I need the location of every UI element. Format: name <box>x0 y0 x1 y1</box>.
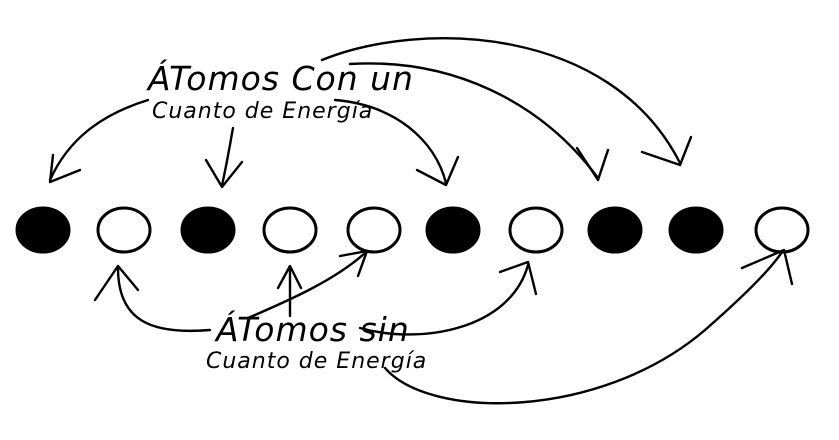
arrow-to-atom-2 <box>116 266 212 333</box>
arrowhead-atom-10 <box>740 248 794 286</box>
atom-4-empty <box>262 206 318 254</box>
arrow-to-atom-5 <box>246 251 367 320</box>
arrow-to-atom-6 <box>333 98 448 185</box>
arrow-to-atom-1 <box>48 98 150 182</box>
arrowhead-atom-3 <box>204 158 244 189</box>
label-without-energy-line1: ÁTomos sin <box>214 309 410 349</box>
atom-6-filled <box>425 206 481 254</box>
arrow-to-atom-9 <box>320 37 682 165</box>
arrowhead-atom-7 <box>498 260 538 296</box>
arrowhead-atom-1 <box>48 153 82 184</box>
atom-3-filled <box>180 206 236 254</box>
arrow-to-atom-8 <box>348 62 600 180</box>
arrowhead-atom-9 <box>640 135 693 167</box>
atom-8-filled <box>587 206 643 254</box>
label-with-energy: ÁTomos Con un Cuanto de Energía <box>146 58 414 124</box>
atom-10-empty <box>754 206 810 254</box>
arrow-to-atom-7 <box>358 263 530 336</box>
atom-5-empty <box>346 206 402 254</box>
atom-2-empty <box>96 206 152 254</box>
atom-7-empty <box>508 206 564 254</box>
arrowhead-atom-4 <box>276 264 303 290</box>
atom-9-filled <box>668 206 724 254</box>
label-without-energy-line2: Cuanto de Energía <box>206 349 427 374</box>
arrow-to-atom-3 <box>220 126 235 187</box>
arrow-to-atom-10 <box>383 250 784 405</box>
label-with-energy-line1: ÁTomos Con un <box>146 58 414 98</box>
arrows-to-empty-atoms <box>93 248 794 405</box>
atom-row <box>15 206 810 254</box>
label-with-energy-line2: Cuanto de Energía <box>152 99 373 124</box>
arrowhead-atom-6 <box>415 155 460 187</box>
arrows-to-filled-atoms <box>48 37 693 189</box>
arrowhead-atom-8 <box>575 146 610 182</box>
arrowhead-atom-5 <box>338 249 369 278</box>
arrowhead-atom-2 <box>93 264 140 302</box>
atom-1-filled <box>15 206 71 254</box>
label-without-energy: ÁTomos sin Cuanto de Energía <box>206 309 427 374</box>
